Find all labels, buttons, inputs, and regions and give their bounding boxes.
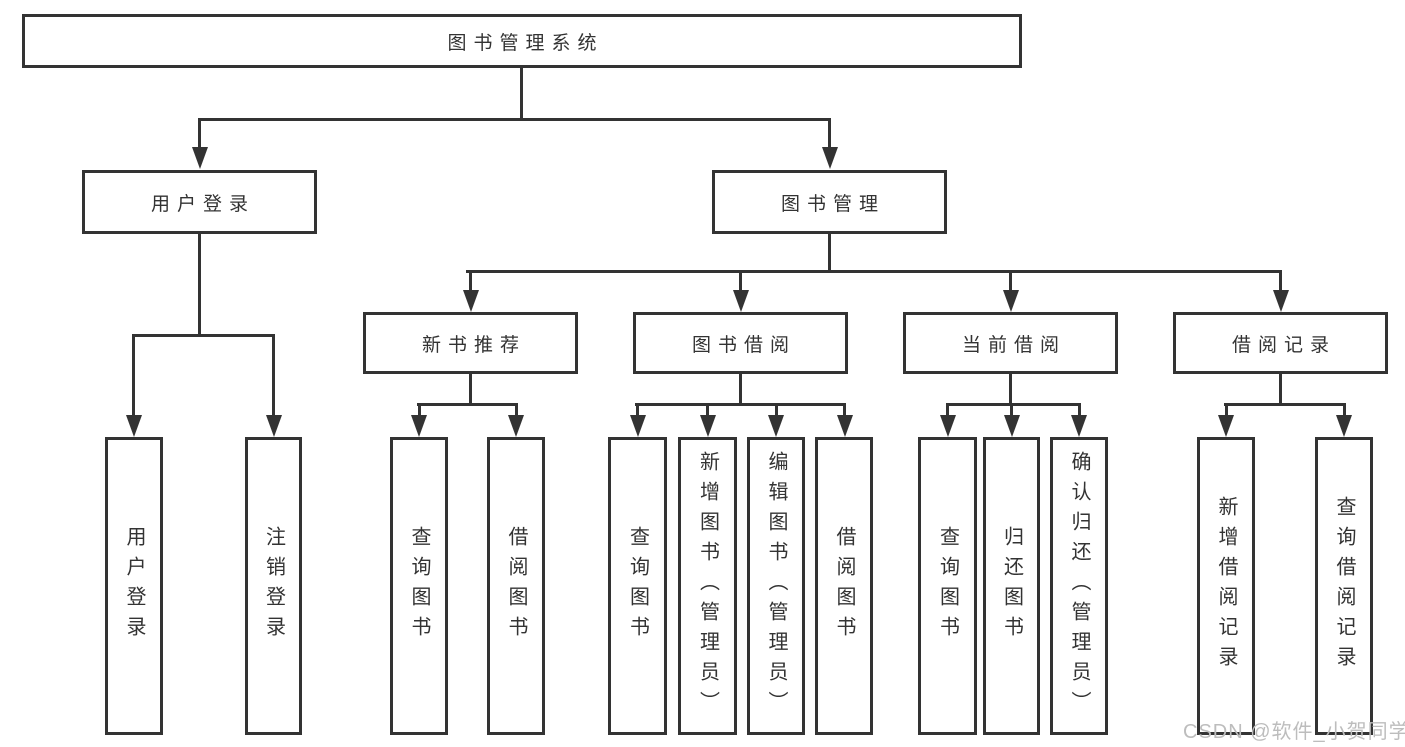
connector-line — [1279, 374, 1282, 406]
leaf-return-books: 归还图书 — [983, 437, 1040, 735]
leaf-label: 新增借阅记录 — [1215, 496, 1237, 676]
node-borrowing-records: 借阅记录 — [1173, 312, 1388, 374]
leaf-label: 注销登录 — [262, 526, 285, 646]
arrow-down-icon — [700, 415, 716, 437]
leaf-label: 查询图书 — [626, 526, 649, 646]
arrow-down-icon — [1218, 415, 1234, 437]
connector-line — [946, 403, 1081, 406]
leaf-label: 查询图书 — [936, 526, 959, 646]
connector-line — [946, 403, 949, 417]
leaf-borrow-books-2: 借阅图书 — [815, 437, 873, 735]
node-label: 当前借阅 — [961, 334, 1066, 356]
connector-line — [132, 334, 135, 417]
arrow-down-icon — [768, 415, 784, 437]
leaf-user-login: 用户登录 — [105, 437, 163, 735]
connector-line — [469, 270, 472, 292]
node-new-book-recommendation: 新书推荐 — [363, 312, 578, 374]
arrow-down-icon — [411, 415, 427, 437]
leaf-label: 查询借阅记录 — [1333, 496, 1355, 676]
node-label: 借阅记录 — [1231, 334, 1336, 356]
arrow-down-icon — [822, 147, 838, 169]
node-book-borrowing: 图书借阅 — [633, 312, 848, 374]
leaf-label: 编辑图书（管理员） — [765, 451, 787, 721]
connector-line — [1279, 270, 1282, 292]
arrow-down-icon — [1336, 415, 1352, 437]
watermark: CSDN @软件_小贺同学 — [1183, 721, 1405, 743]
arrow-down-icon — [1071, 415, 1087, 437]
arrow-down-icon — [192, 147, 208, 169]
leaf-label: 借阅图书 — [833, 526, 855, 646]
connector-line — [417, 403, 518, 406]
node-label: 图书管理 — [780, 193, 885, 215]
node-user-login: 用户登录 — [82, 170, 317, 234]
node-label: 图书借阅 — [691, 334, 796, 356]
connector-line — [1225, 403, 1228, 417]
connector-line — [739, 270, 742, 292]
arrow-down-icon — [508, 415, 524, 437]
connector-line — [132, 334, 275, 337]
leaf-label: 确认归还（管理员） — [1068, 451, 1090, 721]
connector-line — [828, 234, 831, 273]
connector-line — [1009, 374, 1012, 406]
connector-line — [1343, 403, 1346, 417]
arrow-down-icon — [1273, 290, 1289, 312]
node-book-management: 图书管理 — [712, 170, 947, 234]
node-library-management-system: 图书管理系统 — [22, 14, 1022, 68]
connector-line — [1224, 403, 1345, 406]
arrow-down-icon — [126, 415, 142, 437]
leaf-label: 借阅图书 — [505, 526, 527, 646]
arrow-down-icon — [463, 290, 479, 312]
connector-line — [706, 403, 709, 417]
leaf-edit-books-admin: 编辑图书（管理员） — [747, 437, 805, 735]
connector-line — [466, 270, 1282, 273]
leaf-label: 查询图书 — [408, 526, 430, 646]
leaf-label: 新增图书（管理员） — [696, 451, 719, 721]
connector-line — [828, 118, 831, 150]
leaf-query-books-1: 查询图书 — [390, 437, 448, 735]
connector-line — [1078, 403, 1081, 417]
leaf-query-books-2: 查询图书 — [608, 437, 667, 735]
connector-line — [418, 403, 421, 417]
connector-line — [515, 403, 518, 417]
connector-line — [198, 118, 201, 150]
arrow-down-icon — [1004, 415, 1020, 437]
connector-line — [636, 403, 639, 417]
connector-line — [775, 403, 778, 417]
leaf-query-books-3: 查询图书 — [918, 437, 977, 735]
arrow-down-icon — [1003, 290, 1019, 312]
leaf-borrow-books-1: 借阅图书 — [487, 437, 545, 735]
arrow-down-icon — [733, 290, 749, 312]
leaf-add-books-admin: 新增图书（管理员） — [678, 437, 737, 735]
leaf-query-borrow-record: 查询借阅记录 — [1315, 437, 1373, 735]
connector-line — [469, 374, 472, 406]
leaf-label: 归还图书 — [1000, 526, 1023, 646]
connector-line — [198, 234, 201, 336]
node-label: 用户登录 — [150, 193, 255, 215]
connector-line — [1009, 270, 1012, 292]
arrow-down-icon — [940, 415, 956, 437]
leaf-label: 用户登录 — [123, 526, 145, 646]
connector-line — [635, 403, 846, 406]
leaf-confirm-return-admin: 确认归还（管理员） — [1050, 437, 1108, 735]
connector-line — [843, 403, 846, 417]
connector-line — [739, 374, 742, 406]
arrow-down-icon — [630, 415, 646, 437]
node-label: 新书推荐 — [421, 334, 526, 356]
connector-line — [1010, 403, 1013, 417]
arrow-down-icon — [266, 415, 282, 437]
node-label: 图书管理系统 — [447, 32, 604, 54]
arrow-down-icon — [837, 415, 853, 437]
node-current-borrowing: 当前借阅 — [903, 312, 1118, 374]
connector-line — [198, 118, 831, 121]
connector-line — [520, 68, 523, 120]
leaf-logout: 注销登录 — [245, 437, 302, 735]
connector-line — [272, 334, 275, 417]
leaf-add-borrow-record: 新增借阅记录 — [1197, 437, 1255, 735]
